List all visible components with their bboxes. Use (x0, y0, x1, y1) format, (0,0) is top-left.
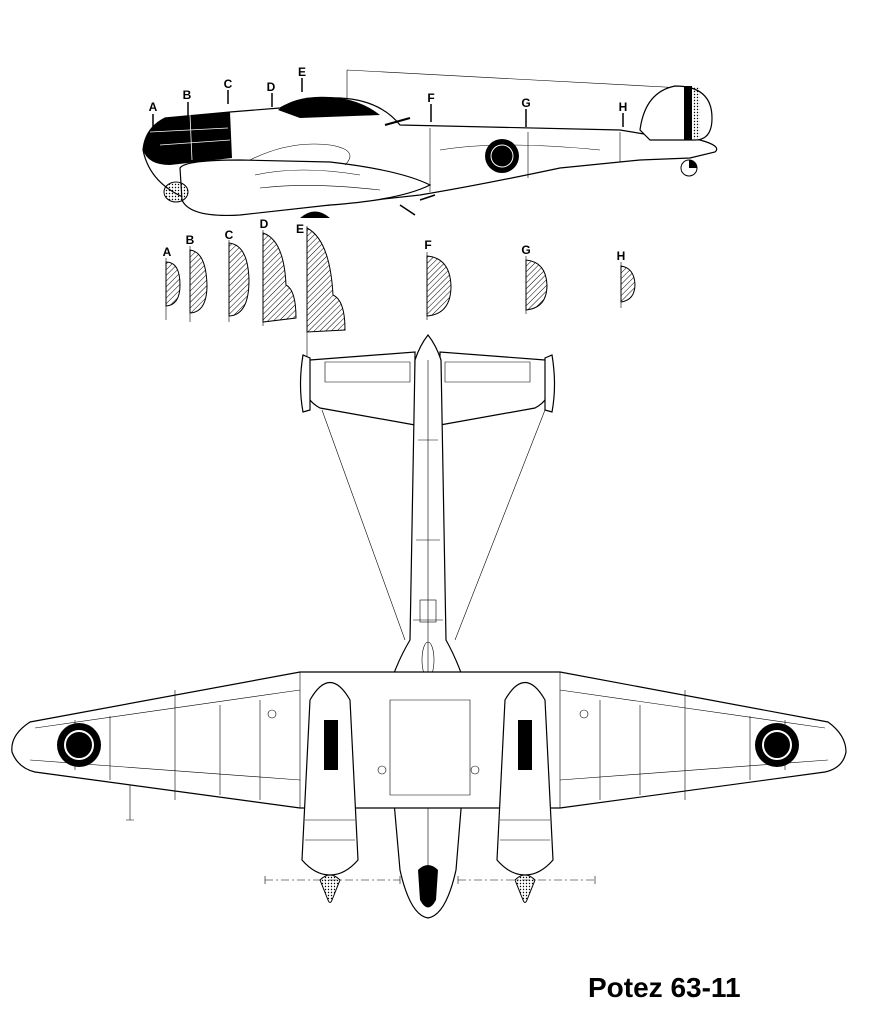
section-label-h: H (619, 100, 628, 114)
cross-section-label-h: H (617, 249, 626, 263)
section-label-f: F (427, 91, 434, 105)
section-label-d: D (267, 80, 276, 94)
cross-section-label-e: E (296, 222, 304, 236)
drawing-title: Potez 63-11 (588, 972, 741, 1003)
roundel-left-wing (57, 723, 101, 767)
side-view: A B C D E F G H (142, 65, 718, 218)
top-view (11, 334, 847, 919)
section-label-a: A (149, 100, 158, 114)
section-label-b: B (183, 88, 192, 102)
nacelle-right (496, 682, 554, 903)
cross-section-label-a: A (163, 245, 172, 259)
cross-sections: A B C D E F G H (163, 217, 636, 356)
section-label-c: C (224, 77, 233, 91)
nacelle-left (301, 682, 359, 903)
cross-section-label-d: D (260, 217, 269, 231)
cross-section-label-g: G (521, 243, 530, 257)
section-label-e: E (298, 65, 306, 79)
roundel-right-wing (755, 723, 799, 767)
cross-section-label-b: B (186, 233, 195, 247)
section-label-g: G (521, 96, 530, 110)
cross-section-label-f: F (424, 238, 431, 252)
cross-section-label-c: C (225, 228, 234, 242)
